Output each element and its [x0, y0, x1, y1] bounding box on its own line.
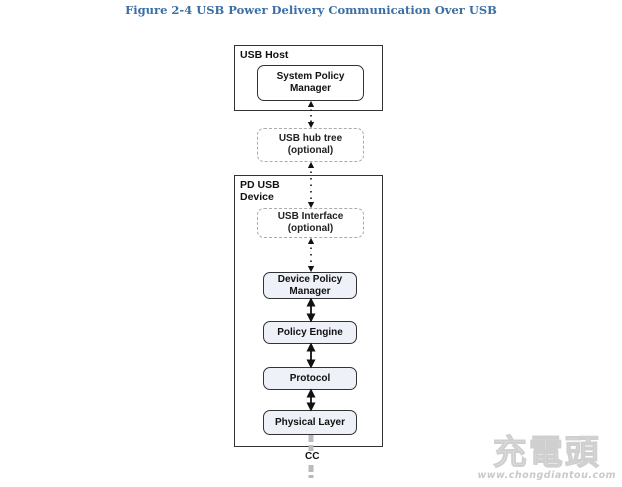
protocol-label: Protocol: [289, 372, 331, 384]
watermark-logo: 充電頭 www.chongdiantou.com: [477, 433, 616, 482]
system-policy-manager-label: System Policy Manager: [276, 71, 345, 94]
physical-layer-box: Physical Layer: [263, 410, 357, 435]
usb-hub-tree-label: USB hub tree (optional): [278, 133, 343, 156]
device-policy-manager-label: Device Policy Manager: [277, 273, 343, 297]
usb-host-label: USB Host: [240, 49, 289, 61]
system-policy-manager-box: System Policy Manager: [257, 65, 364, 101]
usb-hub-tree-box: USB hub tree (optional): [257, 128, 364, 162]
watermark-glyphs: 充電頭: [492, 433, 601, 473]
usb-interface-label: USB Interface (optional): [277, 211, 344, 234]
physical-layer-label: Physical Layer: [274, 416, 346, 428]
figure-caption: Figure 2-4 USB Power Delivery Communicat…: [125, 3, 497, 17]
device-policy-manager-box: Device Policy Manager: [263, 272, 357, 299]
policy-engine-label: Policy Engine: [277, 326, 343, 338]
watermark-url: www.chongdiantou.com: [477, 470, 616, 481]
cc-label: CC: [304, 451, 321, 462]
usb-interface-box: USB Interface (optional): [257, 208, 364, 238]
pd-usb-device-label: PD USB Device: [240, 179, 280, 203]
